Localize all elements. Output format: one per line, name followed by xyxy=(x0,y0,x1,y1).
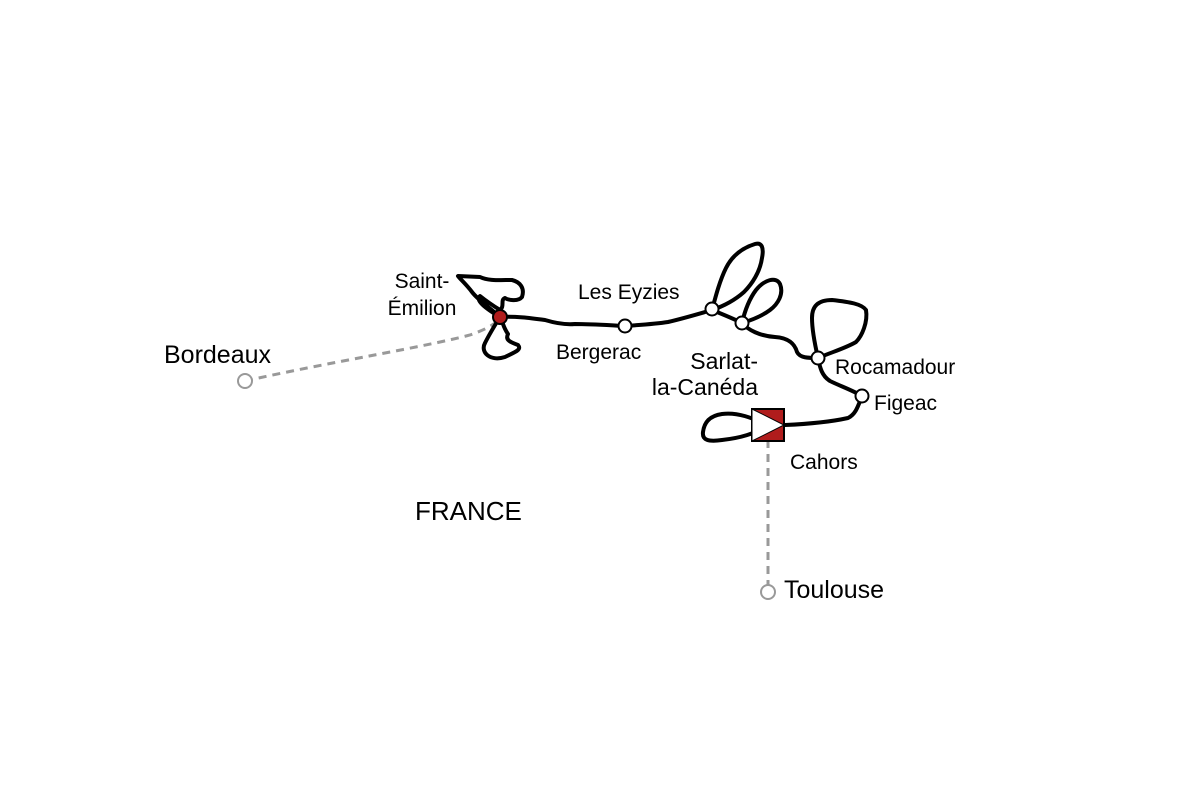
route-loop-les-eyzies xyxy=(710,241,765,312)
place-label-sarlat-line1: Sarlat- xyxy=(690,348,758,374)
gateway-toulouse-marker[interactable] xyxy=(760,584,776,600)
place-label-sarlat: Sarlat- la-Canéda xyxy=(628,348,758,400)
country-label: FRANCE xyxy=(415,496,522,526)
route-loop-rocamadour xyxy=(810,298,869,360)
stop-bergerac-marker[interactable] xyxy=(617,318,633,334)
stop-figeac-marker[interactable] xyxy=(854,388,870,404)
gateway-bordeaux-marker[interactable] xyxy=(237,373,253,389)
place-label-les-eyzies: Les Eyzies xyxy=(578,281,680,304)
stop-rocamadour-marker[interactable] xyxy=(810,350,826,366)
route-saint-emilion-bergerac xyxy=(498,314,627,328)
tour-route xyxy=(456,241,869,443)
gateway-label-bordeaux: Bordeaux xyxy=(164,341,272,369)
stop-les-eyzies-marker[interactable] xyxy=(704,301,720,317)
place-label-figeac: Figeac xyxy=(874,392,938,415)
start-end-flag-icon[interactable] xyxy=(751,408,786,442)
route-rocamadour-figeac xyxy=(816,356,864,398)
place-label-bergerac: Bergerac xyxy=(556,341,642,364)
route-loop-cahors xyxy=(700,411,770,443)
place-label-sarlat-line2: la-Canéda xyxy=(651,374,758,400)
route-bergerac-les-eyzies xyxy=(623,308,714,328)
gateway-label-toulouse: Toulouse xyxy=(784,576,885,604)
place-label-saint-emilion: Saint- Émilion xyxy=(372,270,472,321)
place-label-rocamadour: Rocamadour xyxy=(835,356,956,379)
route-loop-saint-emilion-south xyxy=(481,315,522,361)
place-label-saint-emilion-line1: Saint- xyxy=(394,270,450,293)
route-loop-saint-emilion-north xyxy=(456,274,525,319)
place-label-cahors: Cahors xyxy=(790,451,858,474)
route-sarlat-rocamadour xyxy=(740,321,820,360)
stop-sarlat-marker[interactable] xyxy=(734,315,750,331)
route-loop-sarlat xyxy=(740,277,784,325)
stop-saint-emilion-marker[interactable] xyxy=(492,309,508,325)
route-figeac-cahors xyxy=(766,394,864,427)
place-label-saint-emilion-line2: Émilion xyxy=(387,297,457,320)
transfer-line-bordeaux xyxy=(244,316,502,383)
